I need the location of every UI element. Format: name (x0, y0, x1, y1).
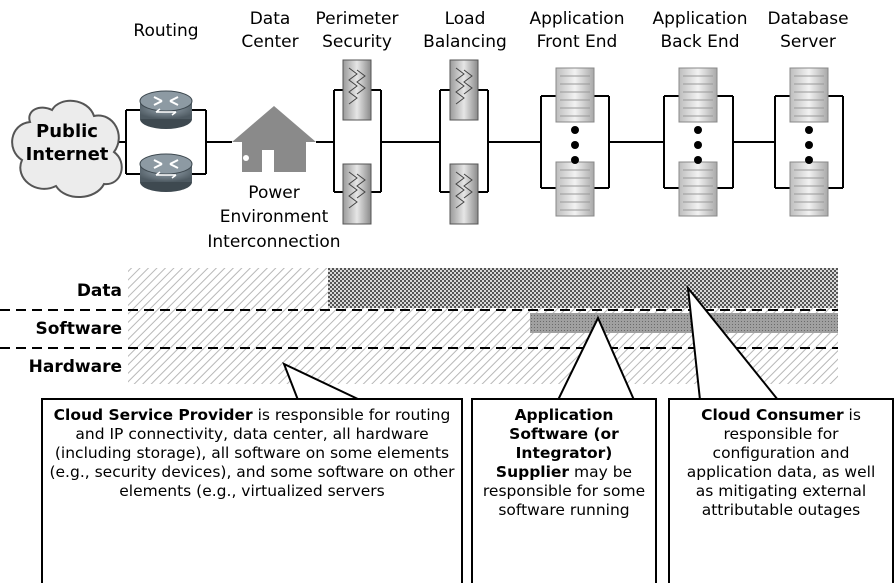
provider-heading: Cloud Service Provider (53, 406, 253, 424)
consumer-text: is responsible for configuration and app… (686, 406, 876, 519)
load-balancer-icon (449, 163, 479, 225)
callout-application-supplier: Application Software (or Integrator) Sup… (471, 398, 657, 583)
data-center-house-icon (232, 106, 316, 172)
label-perimeter-line2: Security (322, 32, 392, 52)
label-app-front-end-line2: Front End (537, 32, 618, 52)
ellipsis-dots-icon (805, 126, 813, 164)
label-app-back-end-line1: Application (653, 9, 748, 29)
power-label-line1: Power (248, 183, 299, 203)
label-routing: Routing (133, 21, 198, 41)
consumer-heading: Cloud Consumer (701, 406, 844, 424)
label-data-center-line1: Data (250, 9, 291, 29)
label-load-balancing-line2: Balancing (423, 32, 507, 52)
callout-cloud-consumer: Cloud Consumer is responsible for config… (668, 398, 894, 583)
server-icon (555, 161, 595, 217)
label-database-line1: Database (767, 9, 848, 29)
server-icon (789, 161, 829, 217)
cloud-label-line1: Public (36, 121, 98, 142)
router-icon (139, 153, 193, 192)
server-icon (789, 67, 829, 123)
supplier-text: may be responsible for some software run… (482, 463, 646, 519)
label-perimeter-line1: Perimeter (316, 9, 399, 29)
label-app-front-end-line1: Application (530, 9, 625, 29)
consumer-data-band (328, 268, 838, 308)
label-load-balancing-line1: Load (445, 9, 486, 29)
supplier-software-band (530, 313, 838, 333)
callout-cloud-service-provider: Cloud Service Provider is responsible fo… (41, 398, 463, 583)
cloud-label-line2: Internet (26, 144, 109, 165)
server-icon (678, 161, 718, 217)
load-balancer-icon (449, 59, 479, 121)
server-icon (678, 67, 718, 123)
firewall-icon (342, 163, 372, 225)
callout-pointers (282, 284, 781, 401)
power-label-line2: Environment (220, 207, 329, 227)
ellipsis-dots-icon (571, 126, 579, 164)
band-label-hardware: Hardware (29, 357, 122, 377)
band-label-data: Data (77, 281, 122, 301)
network-connectors (112, 89, 844, 193)
router-icon (139, 90, 193, 129)
label-app-back-end-line2: Back End (661, 32, 740, 52)
server-icon (555, 67, 595, 123)
power-label-line3: Interconnection (207, 232, 340, 252)
band-label-software: Software (35, 319, 122, 339)
provider-text: is responsible for routing and IP connec… (49, 406, 455, 500)
label-data-center-line2: Center (241, 32, 298, 52)
ellipsis-dots-icon (694, 126, 702, 164)
supplier-heading: Application Software (or Integrator) Sup… (495, 406, 619, 481)
cloud-icon: Public Internet (11, 100, 123, 199)
firewall-icon (342, 59, 372, 121)
label-database-line2: Server (780, 32, 836, 52)
